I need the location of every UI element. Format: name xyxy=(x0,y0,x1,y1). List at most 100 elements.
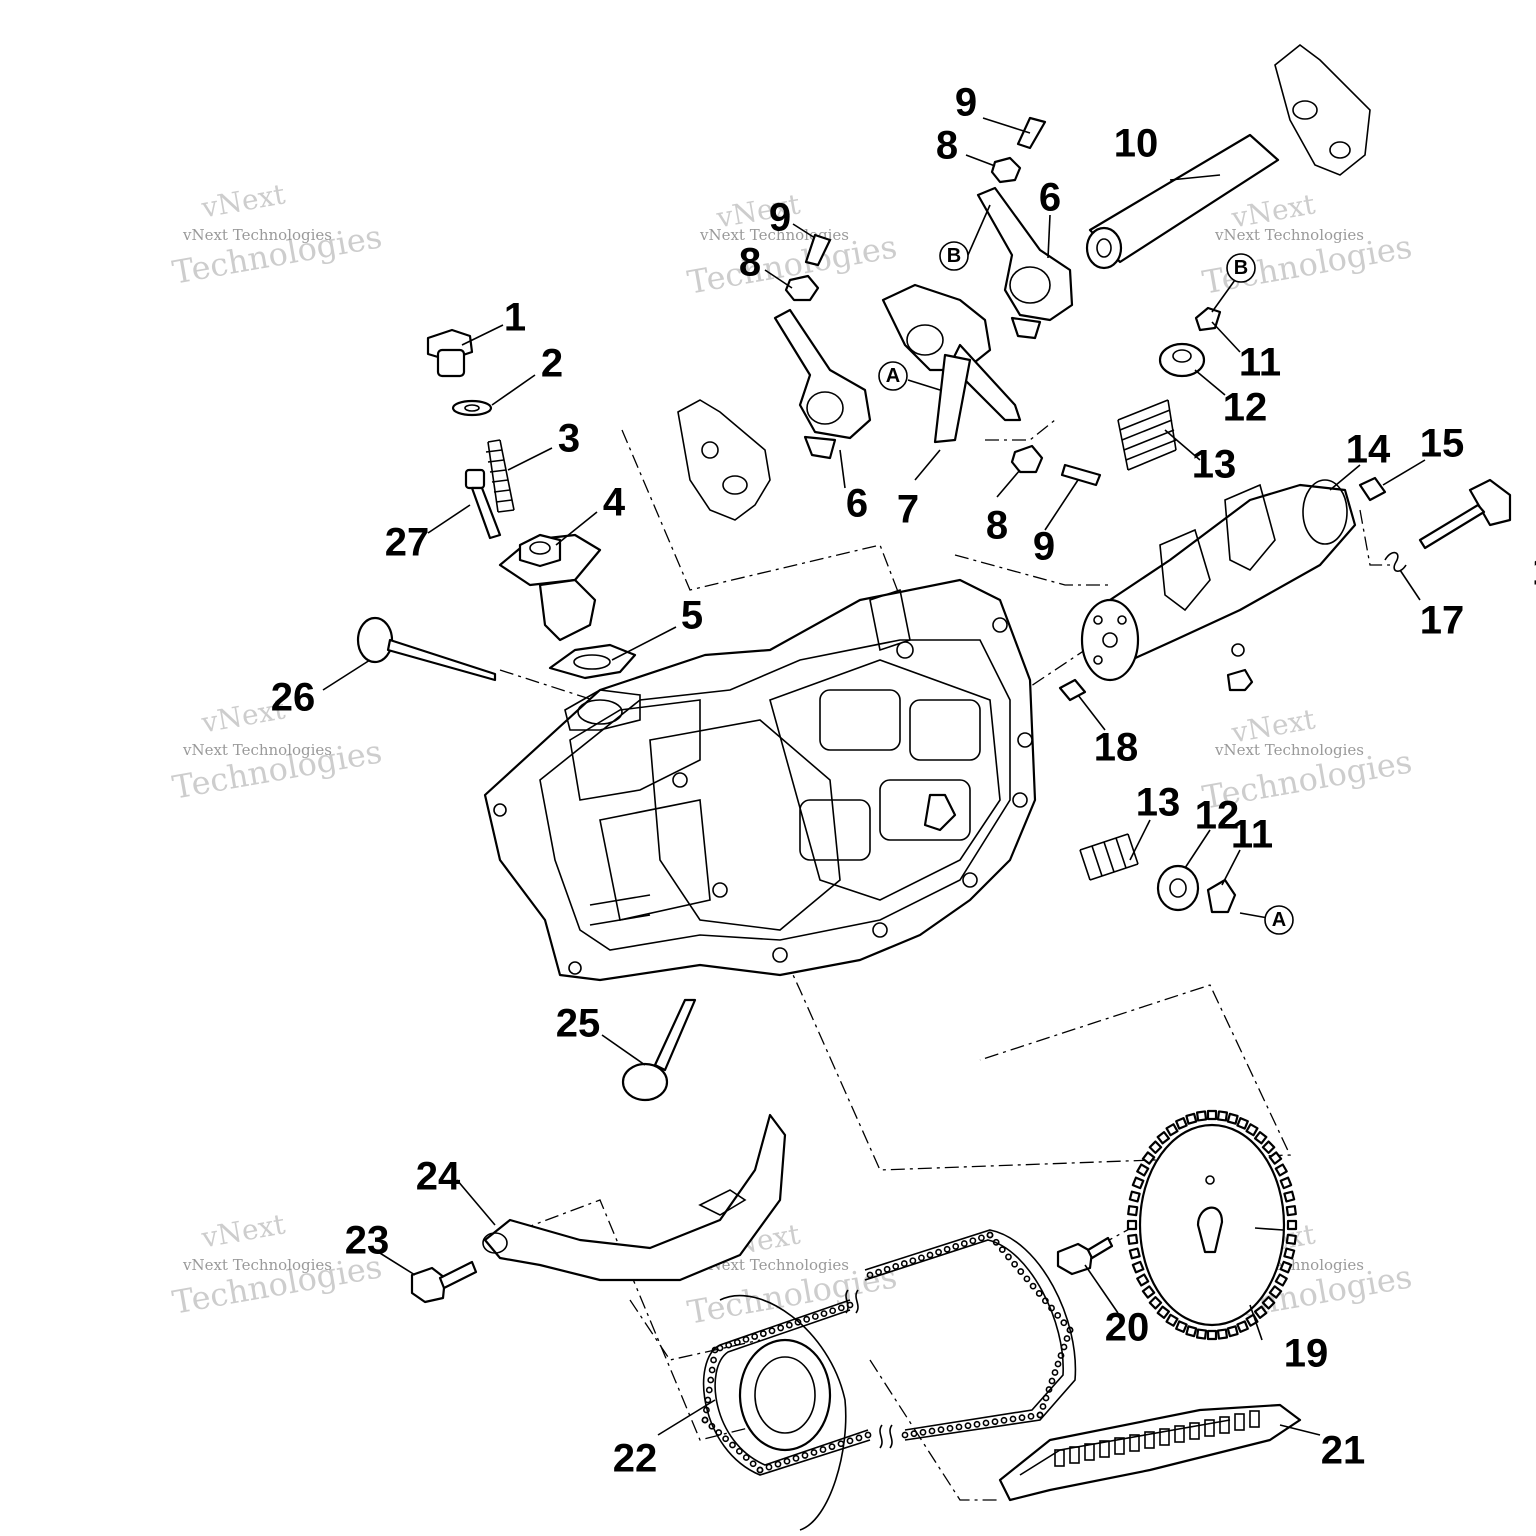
tensioner-rib xyxy=(1249,1410,1260,1428)
reference-letter: B xyxy=(1234,257,1248,279)
nut-part-8-top xyxy=(990,156,1022,184)
callout-11-lower: 11 xyxy=(1231,813,1273,857)
chain-link xyxy=(937,1426,945,1434)
chain-link xyxy=(1045,1386,1053,1393)
sprocket-tooth xyxy=(1175,1117,1188,1130)
watermark-line1: vNext xyxy=(198,177,288,224)
callout-12-lower: 12 xyxy=(1195,794,1240,838)
cam-holder xyxy=(677,399,771,521)
chain-link xyxy=(1063,1335,1071,1342)
chain-link xyxy=(1018,1414,1026,1422)
chain-link xyxy=(774,1460,782,1468)
sprocket-tooth xyxy=(1253,1305,1268,1319)
chain-link xyxy=(901,1431,909,1439)
tensioner-rib xyxy=(1189,1422,1200,1440)
callout-12-upper: 12 xyxy=(1223,386,1268,430)
washer-part-2 xyxy=(451,399,493,417)
callout-10: 10 xyxy=(1114,122,1159,166)
chain-link xyxy=(707,1376,715,1384)
chain-link xyxy=(810,1449,818,1456)
sprocket-tooth xyxy=(1136,1273,1150,1287)
callout-8-mid: 8 xyxy=(739,241,761,285)
chain-link xyxy=(733,1338,741,1346)
watermark-small: vNext Technologies xyxy=(699,1256,849,1274)
sprocket-tooth xyxy=(1156,1305,1171,1319)
callout-9-mid: 9 xyxy=(769,196,791,240)
chain-link xyxy=(1051,1369,1059,1376)
sprocket-tooth xyxy=(1141,1285,1156,1299)
rocker-arm-part-6-left xyxy=(773,308,872,460)
pin-part-15 xyxy=(1358,476,1387,502)
chain-link xyxy=(756,1466,764,1474)
plug-part-16 xyxy=(1418,478,1512,550)
chain-link xyxy=(715,1429,723,1436)
sprocket-tooth xyxy=(1216,1328,1229,1340)
sprocket-tooth xyxy=(1126,1219,1138,1231)
chain-link xyxy=(705,1386,713,1394)
chain-link xyxy=(864,1431,872,1439)
chain-link xyxy=(986,1231,994,1239)
sprocket-tooth xyxy=(1165,1313,1179,1327)
cylinder-head xyxy=(483,578,1037,982)
tensioner-part-4 xyxy=(498,533,602,642)
chain-link xyxy=(918,1254,925,1262)
sprocket-tooth xyxy=(1128,1190,1141,1203)
callout-6-lower: 6 xyxy=(846,482,868,526)
chain-link xyxy=(1035,1290,1043,1297)
sprocket-tooth xyxy=(1226,1112,1239,1125)
chain-link xyxy=(710,1356,717,1364)
nut-part-8-low xyxy=(1010,444,1044,474)
chain-link xyxy=(735,1447,743,1455)
chain-link xyxy=(919,1428,927,1436)
sprocket-tooth xyxy=(1195,1328,1208,1340)
chain-link xyxy=(991,1418,999,1426)
sprocket-tooth xyxy=(1206,1329,1218,1341)
watermark-small: vNext Technologies xyxy=(182,741,332,759)
callout-26: 26 xyxy=(271,676,316,720)
chain-link xyxy=(768,1327,776,1335)
chain-link xyxy=(892,1263,900,1270)
chain-link xyxy=(952,1243,960,1250)
rocker-shaft-part-10 xyxy=(1085,133,1280,270)
chain-link xyxy=(992,1238,1000,1246)
chain-link xyxy=(1054,1360,1062,1368)
adjust-screw-part-9-mid xyxy=(804,233,832,267)
callout-18: 18 xyxy=(1094,726,1139,770)
sprocket-tooth xyxy=(1285,1205,1297,1217)
sprocket-tooth xyxy=(1285,1233,1297,1245)
callout-24: 24 xyxy=(416,1155,461,1199)
reference-letter: A xyxy=(1272,909,1286,931)
chain-link xyxy=(1054,1311,1062,1319)
sprocket-tooth xyxy=(1131,1260,1145,1274)
chain-link xyxy=(837,1304,845,1312)
sprocket-tooth xyxy=(1253,1131,1268,1145)
callout-22: 22 xyxy=(613,1437,658,1481)
adjust-screw-part-9-low xyxy=(1060,463,1102,487)
chain-link xyxy=(1048,1377,1056,1385)
chain-link xyxy=(829,1307,837,1315)
bolt-part-27 xyxy=(464,468,502,540)
callout-16: 16 xyxy=(1532,550,1536,594)
chain-link xyxy=(794,1318,802,1326)
chain-link xyxy=(1057,1352,1065,1359)
chain-link xyxy=(875,1268,882,1276)
sprocket-tooth xyxy=(1274,1273,1288,1287)
watermark-small: vNext Technologies xyxy=(1214,226,1364,244)
chain-link xyxy=(701,1416,709,1424)
chain-link xyxy=(1011,1260,1019,1268)
chain-link xyxy=(866,1271,874,1279)
chain-link xyxy=(765,1463,773,1471)
chain-link xyxy=(711,1346,719,1354)
callout-17: 17 xyxy=(1420,599,1465,643)
chain-link xyxy=(935,1248,942,1256)
chain-link xyxy=(1060,1343,1068,1351)
chain-link xyxy=(1027,1412,1035,1420)
sprocket-tooth xyxy=(1127,1233,1139,1245)
reference-B-left: B xyxy=(939,241,969,271)
chain-link xyxy=(722,1435,730,1443)
chain-link xyxy=(1039,1403,1047,1410)
callout-19: 19 xyxy=(1284,1332,1329,1376)
valve-part-25 xyxy=(621,998,697,1102)
chain-guide-part-24 xyxy=(482,1113,787,1282)
watermark-small: vNext Technologies xyxy=(182,1256,332,1274)
